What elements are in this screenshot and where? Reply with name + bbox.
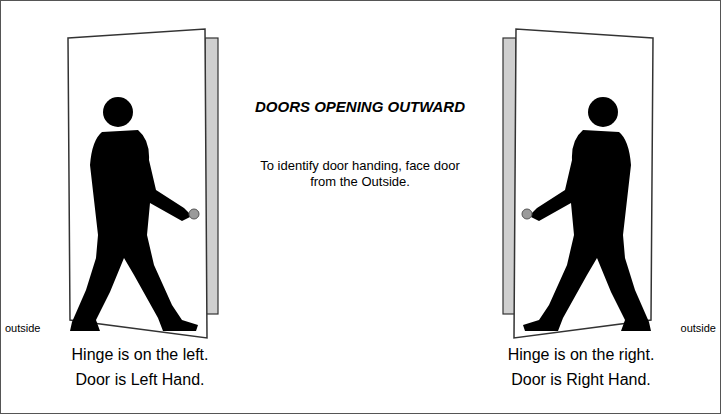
door-panel — [514, 29, 653, 338]
door-knob — [189, 209, 199, 219]
instruction-note: To identify door handing, face door from… — [253, 158, 468, 189]
door-panel — [68, 29, 207, 338]
side-label: outside — [5, 322, 40, 335]
right-hand-door — [503, 29, 653, 338]
person-head — [103, 97, 133, 127]
person-head — [588, 97, 618, 127]
door-knob — [522, 209, 532, 219]
person-silhouette — [70, 130, 198, 331]
handing-note: Door is Left Hand. — [76, 370, 205, 389]
handing-note: Door is Right Hand. — [511, 370, 651, 389]
hinge-note: Hinge is on the right. — [508, 345, 655, 364]
left-hand-door — [68, 29, 218, 338]
diagram-title: DOORS OPENING OUTWARD — [255, 98, 465, 116]
hinge-note: Hinge is on the left. — [72, 345, 209, 364]
person-silhouette — [523, 130, 651, 331]
side-label: outside — [681, 322, 716, 335]
